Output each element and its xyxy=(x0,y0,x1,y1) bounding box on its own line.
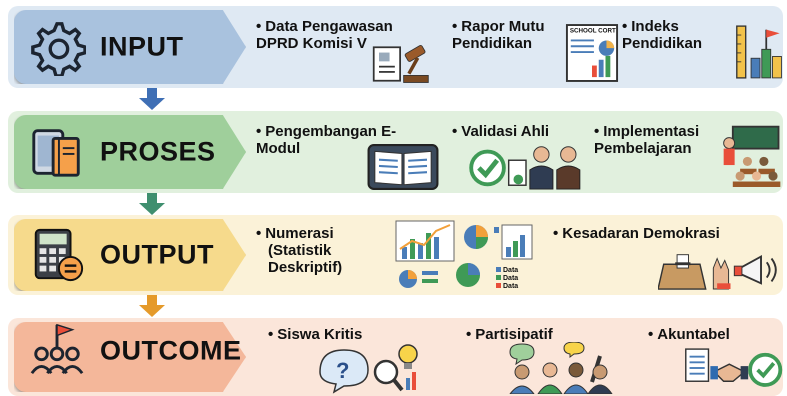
chart-legend-label: Data xyxy=(503,267,518,274)
flow-arrow-input-proses xyxy=(139,88,165,110)
output-item-kesadaran-demokrasi: •Kesadaran Demokrasi xyxy=(553,225,720,242)
stage-row-input: INPUT •Data Pengawasan DPRD Komisi V •Ra… xyxy=(8,6,783,88)
gavel-document-icon xyxy=(372,44,429,83)
svg-text:?: ? xyxy=(336,358,349,383)
ballot-megaphone-icon xyxy=(658,254,777,290)
question-lightbulb-icon: ? xyxy=(319,344,418,394)
ruler-bar-flag-icon xyxy=(736,25,782,79)
tablet-book-icon xyxy=(32,129,80,177)
stage-row-proses: PROSES •Pengembangan E-Modul •Validasi A… xyxy=(8,111,783,193)
stage-label-box-input xyxy=(14,10,246,84)
flow-arrow-proses-output xyxy=(139,193,165,215)
stage-row-output: OUTPUT •Numerasi (Statistik Deskriptif) … xyxy=(8,215,783,295)
calculator-icon xyxy=(34,228,84,282)
students-discussion-icon xyxy=(509,342,613,394)
gear-icon xyxy=(31,22,86,76)
flow-arrow-output-outcome xyxy=(139,295,165,317)
stage-row-outcome: OUTCOME •Siswa Kritis ? •Partisipatif •A… xyxy=(8,318,783,396)
input-item-rapor-mutu: •Rapor Mutu Pendidikan xyxy=(452,18,545,52)
outcome-item-partisipatif: •Partisipatif xyxy=(466,326,553,343)
stage-title-proses: PROSES xyxy=(100,136,216,167)
team-flag-icon xyxy=(30,323,84,375)
stage-title-output: OUTPUT xyxy=(100,239,214,270)
report-chart-icon: SCHOOL CORT xyxy=(565,24,619,82)
input-item-data-pengawasan: •Data Pengawasan DPRD Komisi V xyxy=(256,18,393,52)
handshake-check-icon xyxy=(685,348,783,387)
proses-item-e-modul: •Pengembangan E-Modul xyxy=(256,123,397,157)
input-item-indeks: •Indeks Pendidikan xyxy=(622,18,703,52)
outcome-item-siswa-kritis: •Siswa Kritis xyxy=(268,326,363,343)
proses-item-validasi: •Validasi Ahli xyxy=(452,123,550,140)
classroom-icon xyxy=(723,125,781,187)
stage-title-input: INPUT xyxy=(100,31,184,62)
report-badge: SCHOOL CORT xyxy=(570,28,616,35)
e-book-tablet-icon xyxy=(367,144,439,190)
chart-legend-label: Data xyxy=(503,283,518,290)
proses-item-implementasi: •Implementasi Pembelajaran xyxy=(594,123,700,157)
statistics-charts-icon: Data Data Data xyxy=(395,220,533,290)
checkmark-experts-icon xyxy=(469,146,581,190)
output-item-numerasi: •Numerasi (Statistik Deskriptif) xyxy=(256,225,343,276)
outcome-item-akuntabel: •Akuntabel xyxy=(648,326,730,343)
chart-legend-label: Data xyxy=(503,275,518,282)
stage-title-outcome: OUTCOME xyxy=(100,335,242,366)
